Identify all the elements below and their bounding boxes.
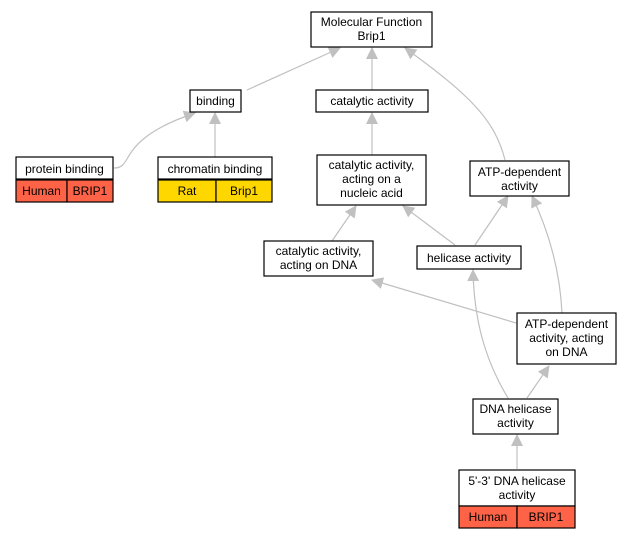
node-catalytic-activity-nucleic-acid[interactable]: catalytic activity, acting on a nucleic … (316, 154, 427, 206)
node-label: activity (497, 416, 534, 430)
annotation-gene-cell (215, 179, 273, 203)
annotation-species: Human (22, 184, 61, 198)
edge-helicase-to-cat-nucleic (402, 205, 456, 246)
edge-binding-to-root (246, 47, 341, 91)
node-label: activity, acting (529, 331, 603, 345)
edge-atp-dna-to-atp-dependent (531, 195, 563, 314)
node-label: on DNA (545, 345, 587, 359)
node-atp-dependent-activity[interactable]: ATP-dependent activity (469, 160, 570, 197)
annotation-gene-cell (516, 505, 576, 529)
annotation-gene: BRIP1 (529, 510, 564, 524)
edge-dna-helicase-to-helicase (467, 269, 509, 399)
edge-cat-dna-to-cat-nucleic (331, 205, 357, 242)
node-label: activity (501, 179, 538, 193)
edge-helicase-to-atp-dependent (474, 195, 509, 246)
node-protein-binding[interactable]: protein binding Human BRIP1 (15, 156, 114, 203)
node-label: helicase activity (427, 251, 511, 265)
annotation-species: Rat (178, 184, 197, 198)
node-label: activity (499, 488, 536, 502)
edge-atp-dependent-to-root (404, 47, 506, 161)
node-atp-dependent-activity-dna[interactable]: ATP-dependent activity, acting on DNA (516, 312, 617, 365)
node-label: acting on DNA (280, 258, 357, 272)
edges (113, 47, 563, 469)
node-label: ATP-dependent (525, 317, 609, 331)
node-5-3-dna-helicase-activity[interactable]: 5'-3' DNA helicase activity Human BRIP1 (458, 469, 576, 529)
node-molecular-function[interactable]: Molecular Function Brip1 (310, 11, 433, 48)
node-label: nucleic acid (340, 186, 403, 200)
node-label: 5'-3' DNA helicase (468, 474, 566, 488)
annotation-gene: BRIP1 (73, 184, 108, 198)
annotation-gene: Brip1 (230, 184, 258, 198)
node-label: chromatin binding (168, 162, 263, 176)
node-catalytic-activity[interactable]: catalytic activity (315, 89, 429, 113)
node-dna-helicase-activity[interactable]: DNA helicase activity (472, 398, 559, 435)
node-chromatin-binding[interactable]: chromatin binding Rat Brip1 (157, 156, 273, 203)
node-helicase-activity[interactable]: helicase activity (416, 245, 522, 270)
node-label: Brip1 (357, 29, 385, 43)
node-binding[interactable]: binding (189, 89, 242, 113)
node-label: catalytic activity (330, 94, 413, 108)
node-label: acting on a (342, 172, 401, 186)
node-catalytic-activity-dna[interactable]: catalytic activity, acting on DNA (263, 240, 374, 277)
node-label: binding (196, 94, 235, 108)
edge-dna-helicase-to-atp-dna (526, 365, 550, 399)
node-label: ATP-dependent (478, 165, 562, 179)
node-label: catalytic activity, (276, 244, 362, 258)
node-label: protein binding (25, 162, 104, 176)
edge-atp-dna-to-cat-dna (371, 277, 517, 324)
node-label: Molecular Function (321, 15, 422, 29)
edge-protein-binding-to-binding (113, 110, 196, 169)
node-label: DNA helicase (479, 402, 551, 416)
annotation-gene-cell (66, 179, 114, 203)
node-label: catalytic activity, (329, 158, 415, 172)
annotation-species: Human (469, 510, 508, 524)
